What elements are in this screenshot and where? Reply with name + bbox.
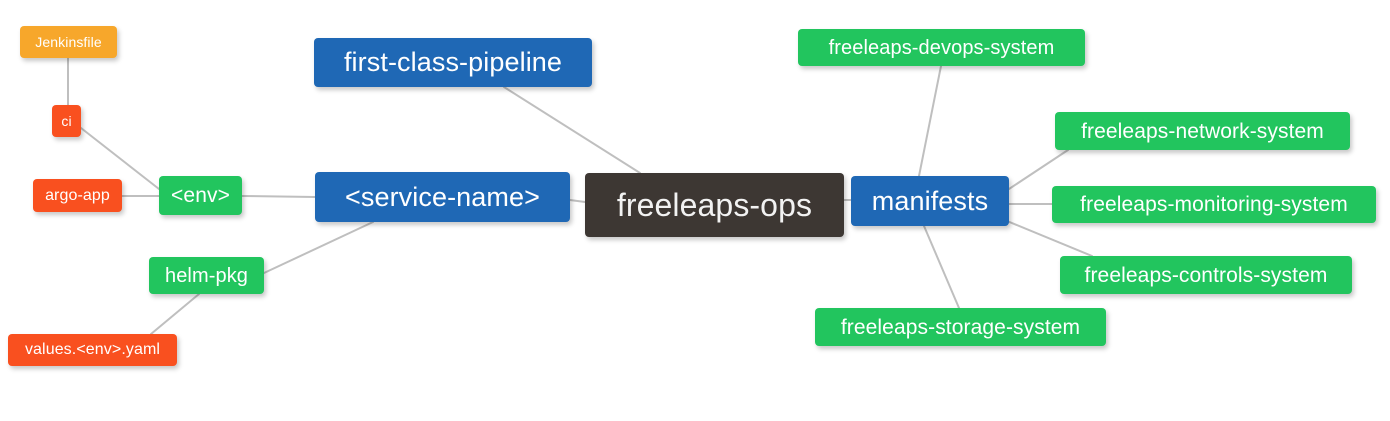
node-env[interactable]: <env> <box>159 176 242 215</box>
node-label-freeleaps-devops-system: freeleaps-devops-system <box>828 36 1055 59</box>
node-ci[interactable]: ci <box>52 105 81 137</box>
node-label-jenkinsfile: Jenkinsfile <box>35 34 102 50</box>
node-label-helm-pkg: helm-pkg <box>164 264 249 287</box>
node-label-freeleaps-network-system: freeleaps-network-system <box>1081 119 1324 143</box>
node-first-class-pipeline[interactable]: first-class-pipeline <box>314 38 592 87</box>
node-label-first-class-pipeline: first-class-pipeline <box>343 47 563 77</box>
node-freeleaps-storage-system[interactable]: freeleaps-storage-system <box>815 308 1106 346</box>
node-freeleaps-controls-system[interactable]: freeleaps-controls-system <box>1060 256 1352 294</box>
edge-helm-pkg-values <box>150 293 200 335</box>
edge-env-service-name <box>241 195 316 198</box>
node-label-service-name: <service-name> <box>345 181 540 212</box>
node-service-name[interactable]: <service-name> <box>315 172 570 222</box>
edge-pipeline-ops <box>503 86 641 174</box>
edge-manifests-network <box>1008 149 1069 190</box>
node-freeleaps-network-system[interactable]: freeleaps-network-system <box>1055 112 1350 150</box>
node-helm-pkg[interactable]: helm-pkg <box>149 257 264 294</box>
node-jenkinsfile[interactable]: Jenkinsfile <box>20 26 117 58</box>
edge-service-name-ops <box>569 199 586 203</box>
edge-service-name-helm-pkg <box>263 221 374 274</box>
node-label-ci: ci <box>61 113 72 129</box>
edge-manifests-devops <box>918 65 942 177</box>
node-manifests[interactable]: manifests <box>851 176 1009 226</box>
edge-manifests-storage <box>923 225 960 309</box>
node-label-manifests: manifests <box>871 185 989 216</box>
node-label-values-env-yaml: values.<env>.yaml <box>24 341 161 358</box>
node-freeleaps-ops[interactable]: freeleaps-ops <box>585 173 844 237</box>
node-freeleaps-monitoring-system[interactable]: freeleaps-monitoring-system <box>1052 186 1376 223</box>
node-values-env-yaml[interactable]: values.<env>.yaml <box>8 334 177 366</box>
node-label-freeleaps-controls-system: freeleaps-controls-system <box>1084 263 1328 287</box>
node-label-env: <env> <box>171 184 230 207</box>
node-freeleaps-devops-system[interactable]: freeleaps-devops-system <box>798 29 1085 66</box>
node-argo-app[interactable]: argo-app <box>33 179 122 212</box>
node-label-freeleaps-ops: freeleaps-ops <box>616 187 813 223</box>
node-label-freeleaps-monitoring-system: freeleaps-monitoring-system <box>1080 193 1348 216</box>
node-label-argo-app: argo-app <box>45 186 110 204</box>
edge-manifests-controls <box>1006 220 1093 257</box>
node-label-freeleaps-storage-system: freeleaps-storage-system <box>840 315 1081 339</box>
